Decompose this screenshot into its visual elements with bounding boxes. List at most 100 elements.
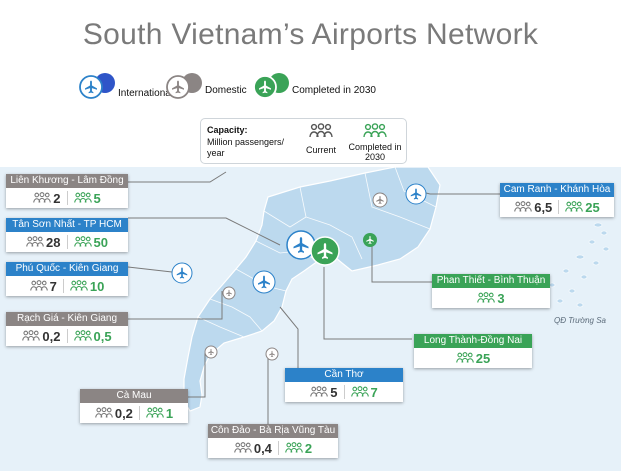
current-capacity: 0,4 xyxy=(253,440,272,456)
divider xyxy=(66,235,68,249)
people-icon xyxy=(29,280,48,292)
completed-capacity: 7 xyxy=(370,384,378,400)
people-icon xyxy=(95,407,113,419)
people-icon xyxy=(73,192,92,204)
completed-airport-icon xyxy=(253,73,289,99)
legend-international-label: International xyxy=(118,87,174,99)
international-airport-icon xyxy=(79,73,115,99)
ca-mau-marker xyxy=(204,345,218,364)
legend-domestic: Domestic xyxy=(165,72,247,100)
people-icon xyxy=(285,442,303,454)
completed-capacity: 3 xyxy=(497,290,505,306)
sea-label: QĐ Trường Sa xyxy=(554,316,606,325)
divider xyxy=(66,191,68,205)
current-capacity: 2 xyxy=(53,190,61,206)
divider xyxy=(66,329,68,343)
people-icon xyxy=(514,201,532,213)
plane-icon xyxy=(310,236,340,266)
airport-card-rach-gia: Rạch Giá - Kiên Giang 0,2 0,5 xyxy=(6,312,128,346)
people-icon xyxy=(146,407,164,419)
people-icon xyxy=(363,123,387,138)
legend-international: International xyxy=(78,72,173,100)
plane-icon xyxy=(222,286,236,300)
people-icon xyxy=(26,236,44,248)
capacity-legend-box: Capacity: Million passengers/ year Curre… xyxy=(200,118,407,164)
islands xyxy=(548,222,610,308)
people-icon xyxy=(234,442,252,454)
airport-card-con-dao: Côn Đảo - Bà Rịa Vũng Tàu 0,4 2 xyxy=(208,424,338,458)
airport-card-long-thanh: Long Thành-Đồng Nai 25 xyxy=(414,334,532,368)
airport-name: Liên Khương - Lâm Đồng xyxy=(6,174,128,188)
people-icon xyxy=(350,386,369,398)
completed-capacity: 2 xyxy=(304,440,313,456)
people-icon xyxy=(477,292,496,304)
plane-icon xyxy=(204,345,218,359)
page-title: South Vietnam’s Airports Network xyxy=(82,18,539,51)
divider xyxy=(343,385,345,399)
capacity-completed-label: Completed in 2030 xyxy=(348,142,402,162)
plane-icon xyxy=(372,192,388,208)
can-tho-marker xyxy=(252,270,276,299)
airport-name: Phan Thiết - Bình Thuận xyxy=(432,274,550,288)
current-capacity: 6,5 xyxy=(534,199,553,215)
completed-capacity: 50 xyxy=(93,234,108,250)
cam-ranh-marker xyxy=(405,183,427,210)
airport-card-cam-ranh: Cam Ranh - Khánh Hòa 6,5 25 xyxy=(500,183,614,217)
airport-name: Phú Quốc - Kiên Giang xyxy=(6,262,128,276)
long-thanh-marker xyxy=(310,236,340,271)
completed-capacity: 1 xyxy=(165,405,174,421)
capacity-unit: Million passengers/ year xyxy=(207,137,285,158)
people-icon xyxy=(73,330,92,342)
airport-card-can-tho: Cần Thơ 5 7 xyxy=(285,368,403,402)
people-icon xyxy=(455,352,474,364)
plane-icon xyxy=(265,347,279,361)
airport-name: Tân Sơn Nhất - TP HCM xyxy=(6,218,128,232)
con-dao-marker xyxy=(265,347,279,366)
legend-completed: Completed in 2030 xyxy=(252,72,376,100)
domestic-airport-icon xyxy=(166,73,202,99)
current-capacity: 0,2 xyxy=(42,328,61,344)
plane-icon xyxy=(405,183,427,205)
people-icon xyxy=(33,192,52,204)
divider xyxy=(138,406,140,420)
current-capacity: 5 xyxy=(330,384,338,400)
airport-name: Cam Ranh - Khánh Hòa xyxy=(500,183,614,197)
people-icon xyxy=(22,330,41,342)
people-icon xyxy=(309,123,333,138)
divider xyxy=(558,200,560,214)
airport-card-lien-khuong: Liên Khương - Lâm Đồng 2 5 xyxy=(6,174,128,208)
people-icon xyxy=(73,236,92,248)
completed-capacity: 25 xyxy=(475,350,491,366)
current-capacity: 28 xyxy=(46,234,61,250)
phan-thiet-marker xyxy=(362,232,378,253)
legend-domestic-label: Domestic xyxy=(205,84,247,96)
lien-khuong-marker xyxy=(372,192,388,213)
divider xyxy=(277,441,279,455)
plane-icon xyxy=(252,270,276,294)
airport-card-phan-thiet: Phan Thiết - Bình Thuận 3 xyxy=(432,274,550,308)
current-capacity: 0,2 xyxy=(114,405,133,421)
airport-name: Cà Mau xyxy=(80,389,188,403)
phu-quoc-marker xyxy=(171,262,193,289)
completed-capacity: 0,5 xyxy=(93,328,112,344)
airport-name: Long Thành-Đồng Nai xyxy=(414,334,532,348)
completed-capacity: 25 xyxy=(585,199,600,215)
capacity-current-label: Current xyxy=(305,145,336,155)
airport-name: Rạch Giá - Kiên Giang xyxy=(6,312,128,326)
airport-card-tan-son-nhat: Tân Sơn Nhất - TP HCM 28 50 xyxy=(6,218,128,252)
divider xyxy=(62,279,64,293)
legend-completed-label: Completed in 2030 xyxy=(292,84,376,96)
capacity-completed: Completed in 2030 xyxy=(346,123,404,162)
airport-card-ca-mau: Cà Mau 0,2 1 xyxy=(80,389,188,423)
people-icon xyxy=(310,386,329,398)
rach-gia-marker xyxy=(222,286,236,305)
airport-name: Côn Đảo - Bà Rịa Vũng Tàu xyxy=(208,424,338,438)
plane-icon xyxy=(363,233,377,247)
plane-icon xyxy=(171,262,193,284)
capacity-heading: Capacity: xyxy=(207,125,248,135)
airport-name: Cần Thơ xyxy=(285,368,403,382)
current-capacity: 7 xyxy=(49,278,57,294)
completed-capacity: 5 xyxy=(93,190,101,206)
people-icon xyxy=(70,280,88,292)
capacity-current: Current xyxy=(301,123,341,155)
